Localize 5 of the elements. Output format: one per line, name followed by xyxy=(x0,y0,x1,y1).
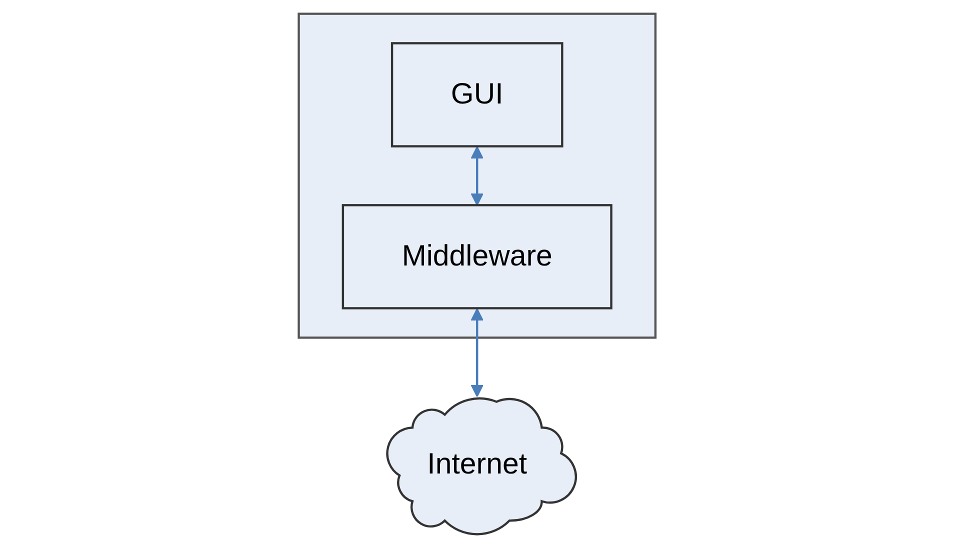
node-box: GUI xyxy=(390,42,564,148)
arrow xyxy=(470,308,484,398)
arrow xyxy=(470,146,484,206)
cluster xyxy=(298,12,656,339)
node-box: Middleware xyxy=(342,204,612,310)
